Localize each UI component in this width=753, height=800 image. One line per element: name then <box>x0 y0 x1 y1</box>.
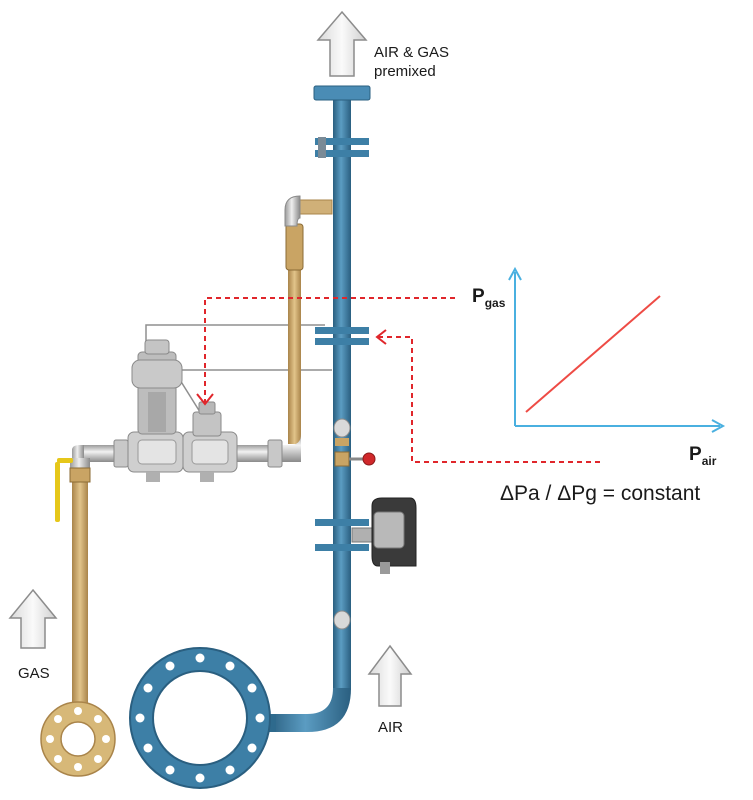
air-gas-label-line2: premixed <box>374 63 436 80</box>
gas-elbow <box>284 195 301 227</box>
up-arrow-top-icon <box>316 10 368 77</box>
y-axis-label: Pgas <box>472 286 506 310</box>
air-gas-label-line1: AIR & GAS <box>374 44 450 61</box>
up-arrow-air-icon <box>367 644 413 707</box>
air-damper-actuator <box>351 497 417 574</box>
y-axis-label-main: P <box>472 286 485 307</box>
pressure-graph <box>508 266 726 433</box>
air-inlet-flange <box>129 647 271 789</box>
y-axis-label-sub: gas <box>484 296 506 310</box>
gas-train <box>70 431 301 482</box>
pipe-fittings <box>333 418 376 630</box>
x-axis-label: Pair <box>689 444 717 468</box>
up-arrow-gas-icon <box>8 588 58 649</box>
x-axis-arrow <box>711 419 726 433</box>
air-label: AIR <box>378 719 404 736</box>
safety-valve <box>192 401 222 437</box>
gas-ball-valve <box>55 458 91 522</box>
gas-inlet-flange <box>40 701 116 777</box>
air-pipe <box>262 85 371 732</box>
ratio-formula: ΔPa / ΔPg = constant <box>500 482 701 505</box>
gas-regulator <box>131 339 183 435</box>
y-axis-arrow <box>508 266 522 281</box>
proportional-line <box>525 295 661 413</box>
signal-arrowheads <box>196 329 387 406</box>
air-gas-label: AIR & GAS premixed <box>374 43 449 81</box>
signal-lines <box>204 297 600 463</box>
x-axis-label-main: P <box>689 444 702 465</box>
gas-pipe <box>72 199 333 712</box>
gas-label: GAS <box>18 665 50 682</box>
x-axis-label-sub: air <box>701 454 717 468</box>
